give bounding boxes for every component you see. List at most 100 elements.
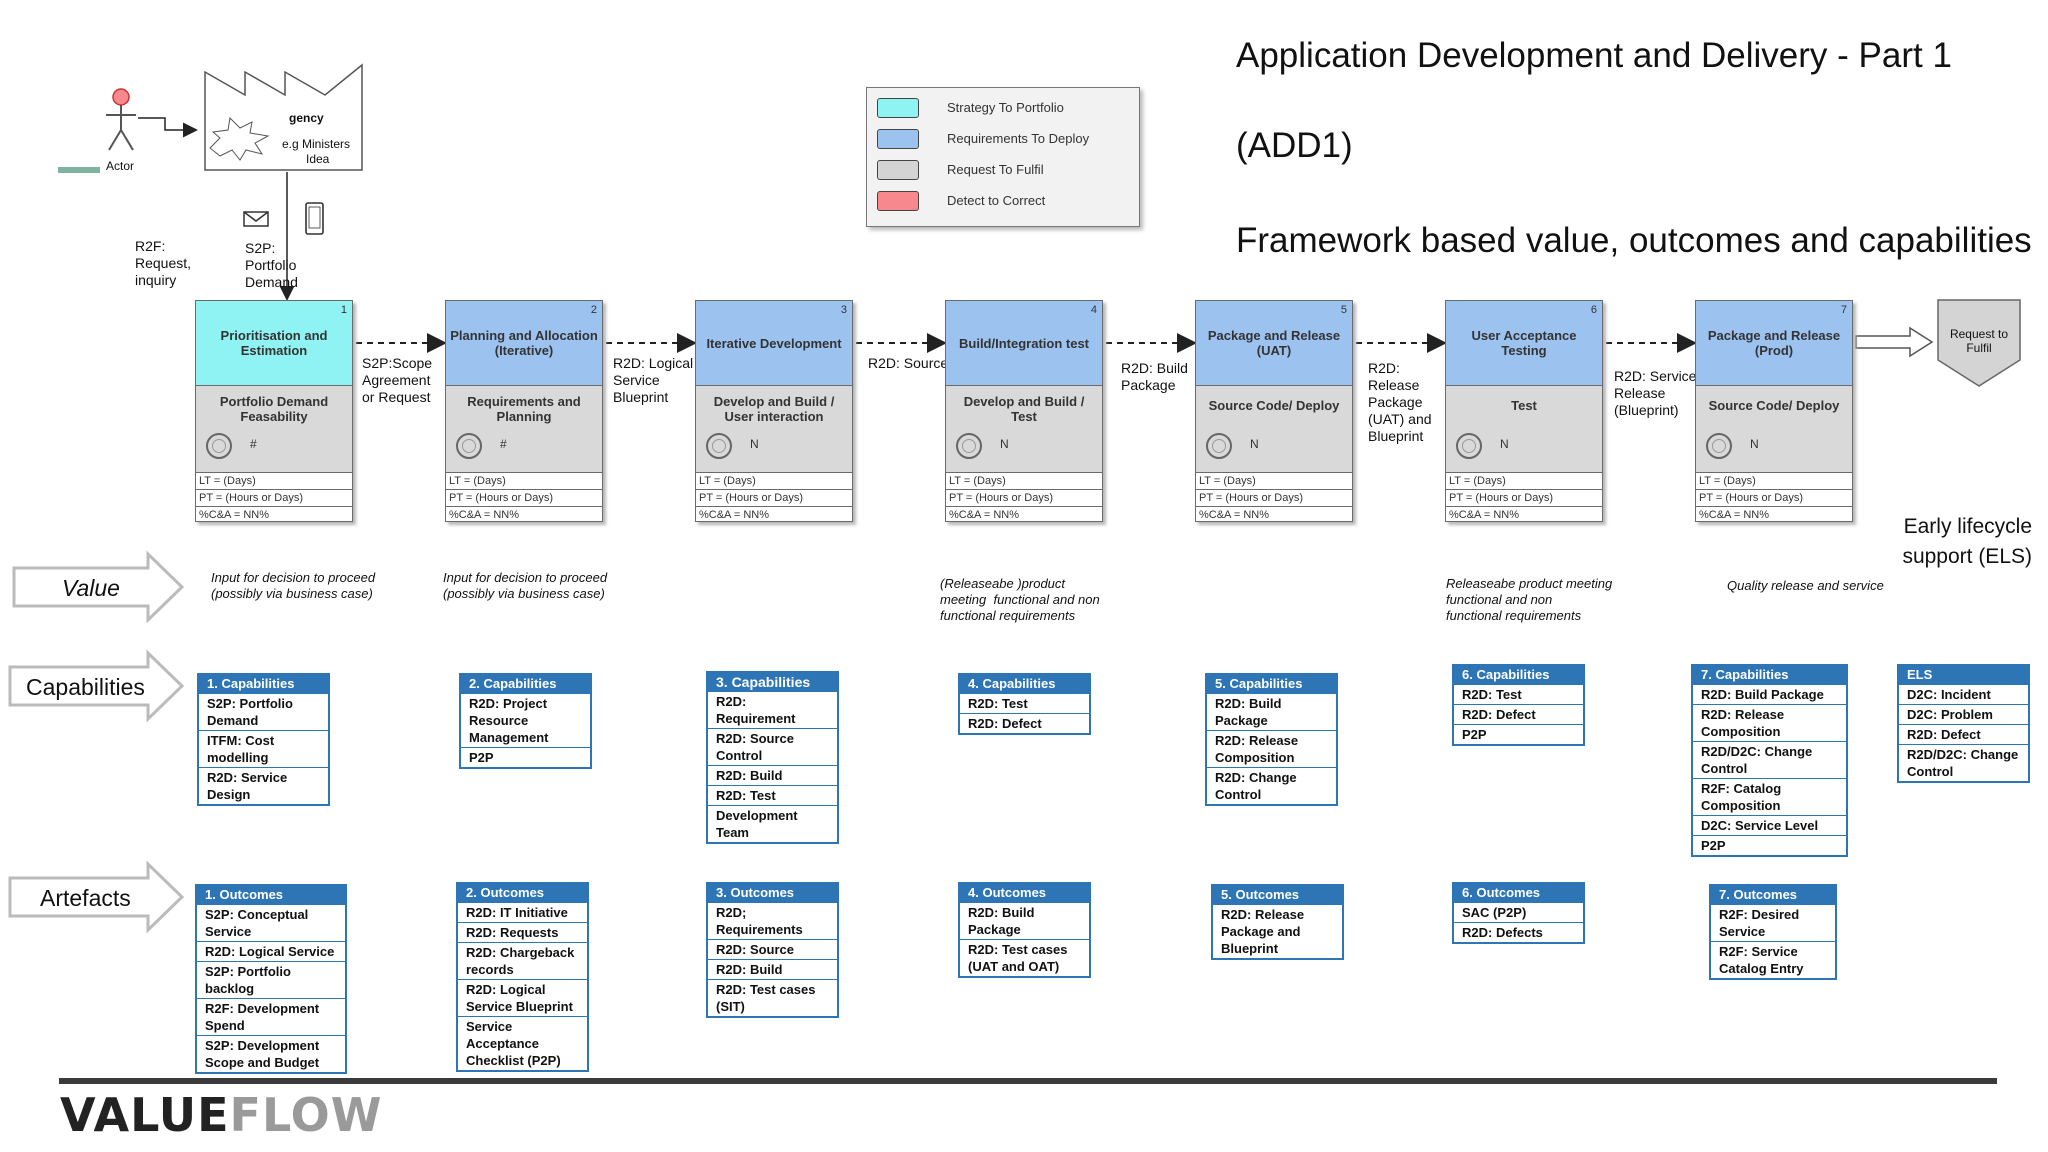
capability-item: S2P: Portfolio Demand bbox=[199, 693, 328, 730]
outcome-item: R2D: Chargeback records bbox=[458, 942, 587, 979]
capability-item: P2P bbox=[1693, 835, 1846, 855]
outcomes-table-5: 5. Outcomes R2D: Release Package and Blu… bbox=[1211, 884, 1344, 960]
artefacts-arrow bbox=[8, 860, 185, 934]
stage-header: Build/Integration test bbox=[946, 301, 1102, 386]
capability-item: R2D: Requirement bbox=[708, 691, 837, 728]
outcome-item: R2D: Build bbox=[708, 959, 837, 979]
stage-title: Iterative Development bbox=[706, 335, 842, 351]
metric-ca: %C&A = NN% bbox=[446, 506, 602, 523]
capabilities-title: 1. Capabilities bbox=[199, 675, 328, 693]
capability-item: R2D: Defect bbox=[1454, 704, 1583, 724]
outcomes-title: 5. Outcomes bbox=[1213, 886, 1342, 904]
metric-pt: PT = (Hours or Days) bbox=[1446, 489, 1602, 506]
value-note: Input for decision to proceed (possibly … bbox=[443, 570, 608, 601]
capability-item: Development Team bbox=[708, 805, 837, 842]
stage-activity: Test N bbox=[1446, 386, 1602, 472]
capability-item: R2F: Catalog Composition bbox=[1693, 778, 1846, 815]
metric-lt: LT = (Days) bbox=[696, 472, 852, 489]
metric-ca: %C&A = NN% bbox=[946, 506, 1102, 523]
capabilities-table-5: 5. Capabilities R2D: Build Package R2D: … bbox=[1205, 673, 1338, 806]
gauge-icon bbox=[706, 433, 732, 459]
capabilities-table-2: 2. Capabilities R2D: Project Resource Ma… bbox=[459, 673, 592, 769]
outcome-item: R2D: Logical Service Blueprint bbox=[458, 979, 587, 1016]
outcome-item: R2D: Logical Service bbox=[197, 941, 345, 961]
capabilities-row-label: Capabilities bbox=[26, 674, 145, 700]
outcome-item: R2D; Requirements bbox=[708, 902, 837, 939]
capabilities-title: 4. Capabilities bbox=[960, 675, 1089, 693]
connector-label: R2D: Service Release (Blueprint) bbox=[1614, 368, 1697, 418]
capability-item: R2D/D2C: Change Control bbox=[1899, 744, 2028, 781]
capabilities-title: 5. Capabilities bbox=[1207, 675, 1336, 693]
stage-symbol: N bbox=[1250, 437, 1259, 451]
stage-title: Package and Release (UAT) bbox=[1207, 328, 1341, 358]
capability-item: R2D: Source Control bbox=[708, 728, 837, 765]
stage-activity: Requirements and Planning # bbox=[446, 386, 602, 472]
stage-1-prioritisation: Prioritisation and Estimation 1 Portfoli… bbox=[195, 300, 353, 522]
hollow-arrow bbox=[1855, 326, 1934, 358]
artefacts-row-label: Artefacts bbox=[40, 885, 131, 911]
legend-label: Detect to Correct bbox=[947, 193, 1046, 208]
stage-number: 4 bbox=[1090, 304, 1097, 316]
outcomes-table-2: 2. Outcomes R2D: IT Initiative R2D: Requ… bbox=[456, 882, 589, 1072]
outcome-item: S2P: Conceptual Service bbox=[197, 904, 345, 941]
stage-header: Iterative Development bbox=[696, 301, 852, 386]
connector-label: S2P:Scope Agreement or Request bbox=[362, 355, 433, 405]
capabilities-table-els: ELS D2C: Incident D2C: Problem R2D: Defe… bbox=[1897, 664, 2030, 783]
stage-7-package-release-prod: Package and Release (Prod) 7 Source Code… bbox=[1695, 300, 1853, 522]
stage-number: 6 bbox=[1590, 304, 1597, 316]
stage-title: User Acceptance Testing bbox=[1471, 328, 1577, 358]
capabilities-title: 7. Capabilities bbox=[1693, 666, 1846, 684]
request-to-fulfil-label: Request to Fulfil bbox=[1949, 327, 2009, 355]
stage-activity: Develop and Build / User interaction N bbox=[696, 386, 852, 472]
capability-item: D2C: Incident bbox=[1899, 684, 2028, 704]
metric-pt: PT = (Hours or Days) bbox=[696, 489, 852, 506]
capability-item: R2D: Test bbox=[708, 785, 837, 805]
stage-symbol: # bbox=[250, 437, 257, 451]
els-label: Early lifecycle support (ELS) bbox=[1902, 515, 2032, 568]
value-note: Input for decision to proceed (possibly … bbox=[211, 570, 376, 601]
capabilities-arrow bbox=[8, 649, 185, 723]
stage-6-user-acceptance-testing: User Acceptance Testing 6 Test N LT = (D… bbox=[1445, 300, 1603, 522]
stage-activity-label: Requirements and Planning bbox=[467, 394, 581, 424]
actor-agency-illustration bbox=[58, 63, 363, 300]
agency-line3: Idea bbox=[306, 152, 330, 166]
legend-label: Requirements To Deploy bbox=[947, 131, 1090, 146]
capability-item: R2D: Change Control bbox=[1207, 767, 1336, 804]
capability-item: D2C: Problem bbox=[1899, 704, 2028, 724]
metric-lt: LT = (Days) bbox=[446, 472, 602, 489]
metric-lt: LT = (Days) bbox=[946, 472, 1102, 489]
legend-swatch bbox=[877, 98, 919, 118]
capabilities-title: ELS bbox=[1899, 666, 2028, 684]
stage-4-build-integration: Build/Integration test 4 Develop and Bui… bbox=[945, 300, 1103, 522]
stage-connectors bbox=[356, 299, 2021, 387]
stage-symbol: N bbox=[750, 437, 759, 451]
phone-icon bbox=[305, 202, 324, 235]
outcome-item: R2D: Source bbox=[708, 939, 837, 959]
metric-pt: PT = (Hours or Days) bbox=[946, 489, 1102, 506]
outcome-item: R2D: Defects bbox=[1454, 922, 1583, 942]
stage-title: Package and Release (Prod) bbox=[1707, 328, 1841, 358]
capabilities-table-4: 4. Capabilities R2D: Test R2D: Defect bbox=[958, 673, 1091, 735]
capability-item: R2D/D2C: Change Control bbox=[1693, 741, 1846, 778]
value-note: Releaseabe product meeting functional an… bbox=[1446, 576, 1613, 623]
envelope-icon bbox=[243, 211, 269, 227]
capability-item: R2D: Test bbox=[1454, 684, 1583, 704]
outcome-item: Service Acceptance Checklist (P2P) bbox=[458, 1016, 587, 1070]
stage-activity-label: Test bbox=[1511, 398, 1537, 413]
outcome-item: R2D: Build Package bbox=[960, 902, 1089, 939]
outcome-item: R2D: Test cases (SIT) bbox=[708, 979, 837, 1016]
stage-header: Prioritisation and Estimation bbox=[196, 301, 352, 386]
gauge-icon bbox=[1206, 433, 1232, 459]
capability-item: D2C: Service Level bbox=[1693, 815, 1846, 835]
stage-activity: Source Code/ Deploy N bbox=[1696, 386, 1852, 472]
outcome-item: R2F: Desired Service bbox=[1711, 904, 1835, 941]
outcome-item: S2P: Portfolio backlog bbox=[197, 961, 345, 998]
gauge-icon bbox=[206, 433, 232, 459]
outcome-item: R2D: Requests bbox=[458, 922, 587, 942]
capability-item: P2P bbox=[1454, 724, 1583, 744]
stage-activity: Develop and Build / Test N bbox=[946, 386, 1102, 472]
stage-activity-label: Source Code/ Deploy bbox=[1208, 398, 1340, 413]
outcome-item: S2P: Development Scope and Budget bbox=[197, 1035, 345, 1072]
outcomes-title: 2. Outcomes bbox=[458, 884, 587, 902]
outcomes-table-4: 4. Outcomes R2D: Build Package R2D: Test… bbox=[958, 882, 1091, 978]
